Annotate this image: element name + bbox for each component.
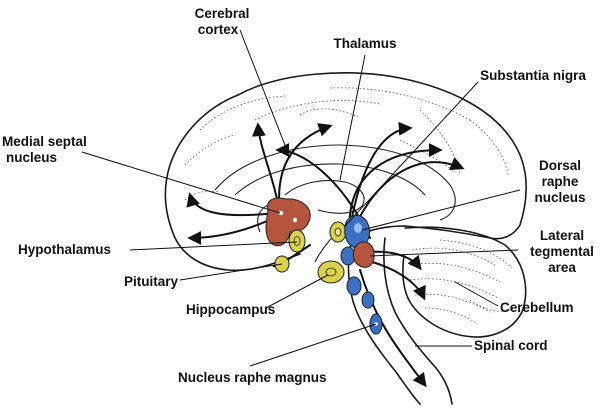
nuclei [265,197,383,335]
raphe-nucleus-blue-3 [346,276,362,296]
brainstem [347,237,453,405]
label-lateral-tegmental-line1: Lateral [540,228,584,243]
raphe-nucleus-blue-4 [361,291,375,309]
raphe-nucleus-blue-2 [340,246,356,266]
label-spinal-cord: Spinal cord [474,338,548,353]
lateral-tegmental-area-nucleus [352,241,375,268]
hippocampus-nucleus [317,260,345,284]
label-thalamus: Thalamus [333,36,396,51]
brain-outline [164,72,527,272]
label-hypothalamus: Hypothalamus [18,242,111,257]
label-cerebellum: Cerebellum [500,300,574,315]
label-substantia-nigra: Substantia nigra [480,68,586,83]
label-pituitary: Pituitary [124,274,179,289]
label-cerebral-cortex-line1: Cerebral [195,6,250,21]
label-lateral-tegmental-line3: area [548,260,576,275]
label-dorsal-raphe-line1: Dorsal [539,158,581,173]
labels: Cerebral cortex Thalamus Substantia nigr… [2,6,594,385]
hypothalamus-nucleus [288,229,306,253]
label-medial-septal-line2: nucleus [6,150,57,165]
cerebellum [402,226,527,338]
label-dorsal-raphe-line3: nucleus [534,190,585,205]
label-medial-septal-line1: Medial septal [2,134,87,149]
label-nucleus-raphe-magnus: Nucleus raphe magnus [178,370,327,385]
label-dorsal-raphe-line2: raphe [542,174,579,189]
leader-lines [81,29,521,367]
label-hippocampus: Hippocampus [186,302,275,317]
medial-septal-nucleus [265,197,311,247]
label-cerebral-cortex-line2: cortex [198,22,239,37]
label-lateral-tegmental-line2: tegmental [530,244,594,259]
